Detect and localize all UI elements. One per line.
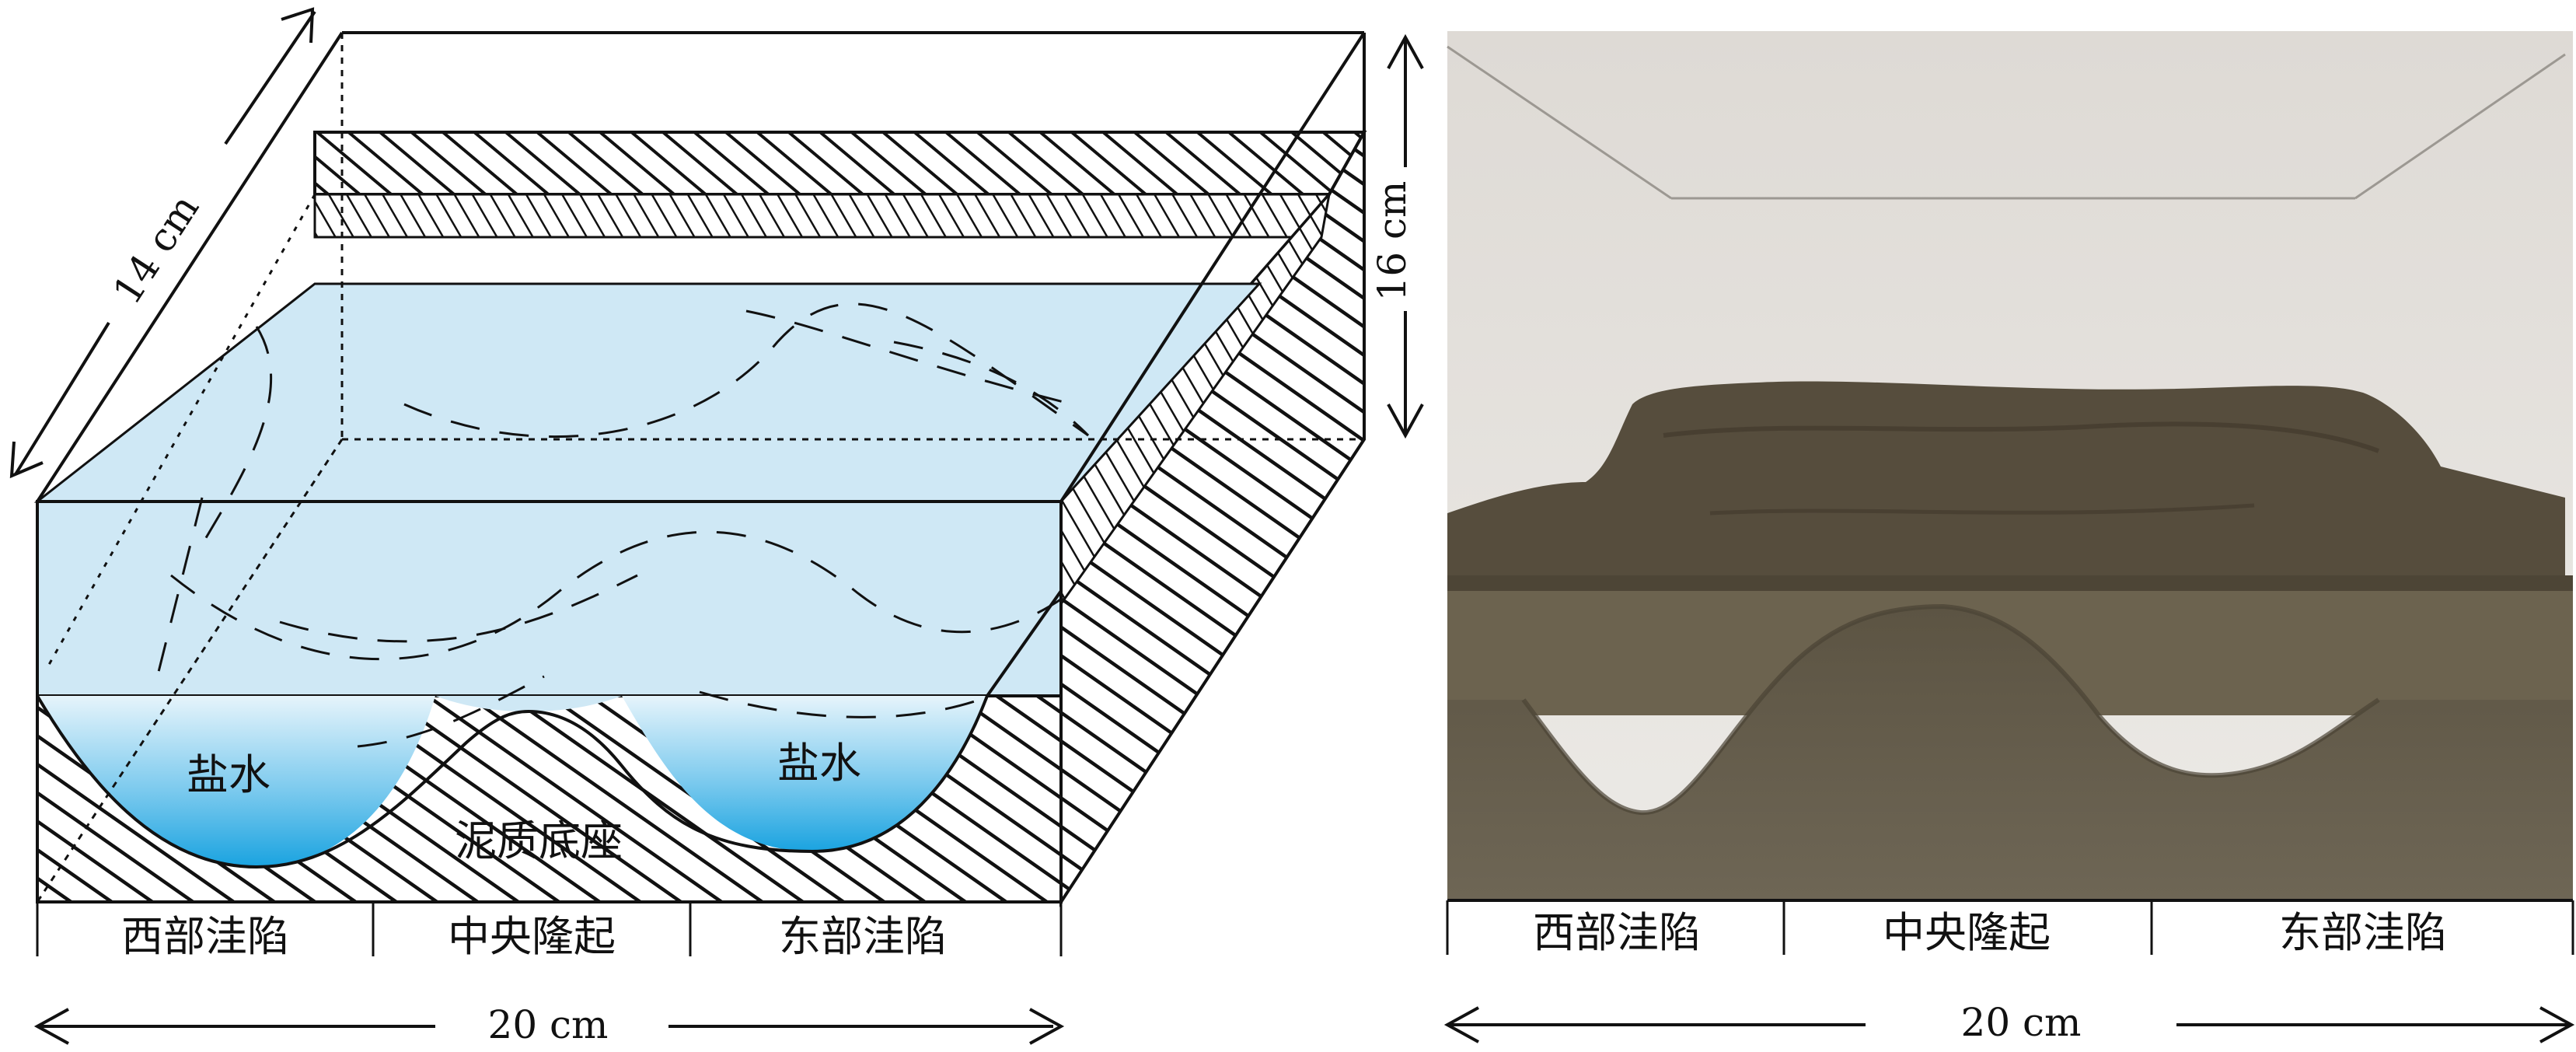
water-wave-lines — [154, 302, 1090, 748]
water-top-surface — [33, 282, 1262, 503]
zone-east-left: 东部洼陷 — [779, 912, 947, 961]
water-between-basins — [435, 696, 622, 711]
label-mud-base: 泥质底座 — [455, 816, 623, 865]
zone-east-right: 东部洼陷 — [2279, 908, 2447, 957]
zone-west-right: 西部洼陷 — [1533, 908, 1701, 957]
width-dimension-right: 20 cm — [1961, 1000, 2082, 1045]
label-brine-west: 盐水 — [187, 750, 271, 799]
brine-east-basin — [622, 696, 987, 851]
experiment-photo: 西部洼陷 中央隆起 东部洼陷 20 cm — [1443, 31, 2575, 1045]
back-band-slab — [313, 193, 1331, 239]
depth-dimension: 14 cm — [104, 187, 208, 313]
width-dimension-left: 20 cm — [488, 1002, 609, 1047]
label-brine-east: 盐水 — [777, 739, 861, 788]
schematic-model: 盐水 盐水 泥质底座 西部洼陷 中央隆起 东部洼陷 20 cm 14 cm 16… — [9, 7, 1424, 1047]
box-outline — [36, 502, 1063, 903]
back-top-slab — [313, 131, 1367, 196]
mud-surface-profile — [36, 694, 989, 869]
height-dimension: 16 cm — [1370, 181, 1415, 302]
photo-mud-base — [1447, 606, 2573, 900]
brine-west-basin — [37, 696, 435, 867]
zone-center-left: 中央隆起 — [448, 912, 616, 961]
zone-center-right: 中央隆起 — [1883, 908, 2051, 957]
zone-west-left: 西部洼陷 — [121, 912, 289, 961]
